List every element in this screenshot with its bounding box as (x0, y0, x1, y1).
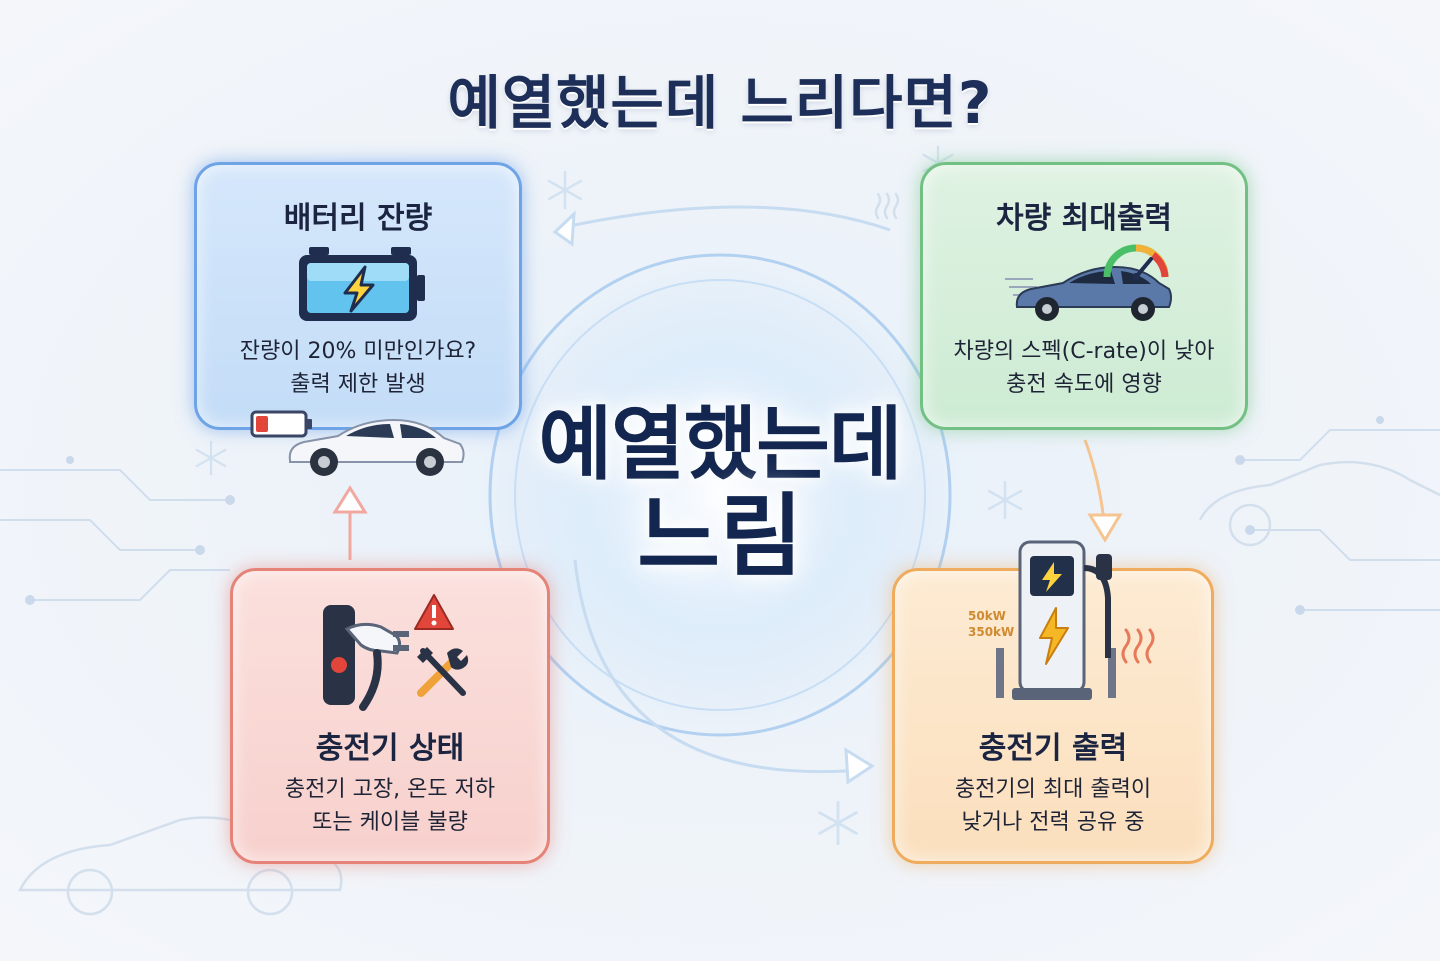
center-title-line1: 예열했는데 (538, 398, 903, 491)
battery-desc-line1: 잔량이 20% 미만인가요? (239, 339, 477, 364)
center-title: 예열했는데 느림 (470, 398, 970, 590)
charger-output-card: 충전기 출력 충전기의 최대 출력이 낮거나 전력 공유 중 (892, 568, 1214, 864)
battery-icon (299, 247, 425, 321)
charging-station-icon (996, 540, 1116, 700)
vehicle-desc-line2: 충전 속도에 영향 (1006, 372, 1162, 397)
center-title-line2: 느림 (637, 484, 803, 590)
snowflake-icon (818, 800, 858, 846)
main-title: 예열했는데 느리다면? (447, 69, 993, 137)
tools-icon (417, 647, 469, 697)
charger-power-label-2: 350kW (968, 625, 1015, 639)
car-icon (288, 418, 465, 476)
charger-status-desc: 충전기 고장, 온도 저하 또는 케이블 불량 (233, 773, 547, 839)
snowflake-icon (547, 170, 583, 210)
heat-icon (1121, 628, 1155, 664)
plug-icon (323, 605, 409, 711)
battery-card-title: 배터리 잔량 (283, 201, 433, 236)
heat-icon (874, 192, 900, 220)
low-battery-icon (250, 410, 312, 438)
snowflake-icon (195, 440, 227, 476)
battery-card: 배터리 잔량 잔량이 20% 미만인가요? 출력 제한 발생 (194, 162, 522, 430)
snowflake-icon (987, 480, 1023, 520)
charger-power-label-1: 50kW (968, 609, 1006, 623)
charger-status-title: 충전기 상태 (315, 731, 465, 766)
battery-card-desc: 잔량이 20% 미만인가요? 출력 제한 발생 (197, 335, 519, 401)
warning-icon (414, 594, 454, 630)
status-desc-line1: 충전기 고장, 온도 저하 (284, 777, 496, 802)
output-desc-line2: 낮거나 전력 공유 중 (961, 810, 1145, 835)
vehicle-desc-line1: 차량의 스펙(C-rate)이 낮아 (953, 339, 1215, 364)
lightning-icon (343, 265, 375, 313)
vehicle-card-title: 차량 최대출력 (995, 201, 1173, 236)
battery-desc-line2: 출력 제한 발생 (290, 372, 426, 397)
status-desc-line2: 또는 케이블 불량 (312, 810, 468, 835)
speedometer-icon (1103, 244, 1169, 281)
vehicle-card-desc: 차량의 스펙(C-rate)이 낮아 충전 속도에 영향 (923, 335, 1245, 401)
charger-output-title: 충전기 출력 (978, 731, 1128, 766)
charger-output-desc: 충전기의 최대 출력이 낮거나 전력 공유 중 (895, 773, 1211, 839)
output-desc-line1: 충전기의 최대 출력이 (954, 777, 1152, 802)
vehicle-card: 차량 최대출력 차량의 스펙(C-rate)이 낮아 충전 속도에 영향 (920, 162, 1248, 430)
charger-status-card: 충전기 상태 충전기 고장, 온도 저하 또는 케이블 불량 (230, 568, 550, 864)
